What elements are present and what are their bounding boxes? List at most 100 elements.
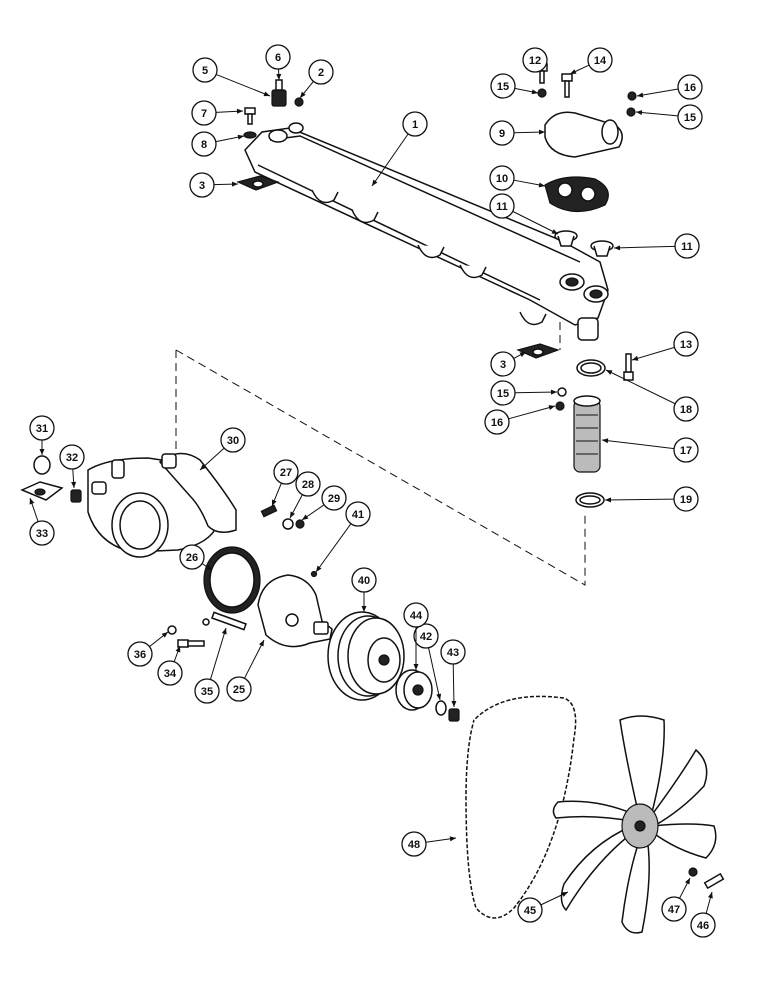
callout-number: 3 [500, 359, 506, 371]
hose-clamp-18 [576, 359, 606, 377]
callout-arrowhead [451, 700, 457, 707]
callout-30: 30 [199, 427, 246, 471]
callout-arrowhead [259, 640, 264, 647]
callout-2: 2 [299, 59, 334, 99]
cap-screw-7 [244, 107, 256, 125]
callout-arrowhead [602, 438, 609, 444]
cap-screw-34 [177, 639, 205, 648]
callout-arrowhead [632, 355, 639, 361]
callout-arrowhead [161, 632, 168, 638]
callout-number: 32 [66, 452, 78, 464]
callout-circle [489, 120, 515, 146]
callout-number: 34 [164, 668, 177, 680]
callout-number: 35 [201, 686, 213, 698]
callout-number: 15 [497, 81, 509, 93]
callout-leader [604, 498, 675, 501]
callout-arrowhead [636, 110, 643, 116]
nut-43 [448, 708, 460, 722]
callout-circle [517, 897, 543, 923]
fan-pulley [327, 611, 405, 701]
cap-screw-46 [703, 872, 725, 890]
callout-arrowhead [29, 498, 35, 505]
callout-28: 28 [289, 471, 321, 519]
callout-number: 27 [280, 467, 292, 479]
pump-gasket-26 [203, 546, 261, 614]
callout-19: 19 [604, 486, 699, 512]
callout-circle [677, 74, 703, 100]
callout-35: 35 [194, 627, 227, 704]
callout-arrowhead [550, 389, 557, 395]
callout-number: 29 [328, 493, 340, 505]
callout-circle [29, 520, 55, 546]
callout-number: 19 [680, 494, 692, 506]
callout-42: 42 [413, 623, 442, 701]
callout-number: 48 [408, 839, 420, 851]
cooling-fan [552, 715, 717, 934]
callout-leader [514, 391, 558, 394]
callout-arrowhead [290, 511, 296, 518]
callout-layer: 1233567891011111213141515151616171819252… [29, 44, 716, 938]
callout-8: 8 [191, 131, 245, 157]
callout-6: 6 [265, 44, 291, 81]
callout-27: 27 [271, 459, 299, 507]
callout-number: 9 [499, 128, 505, 140]
callout-number: 13 [680, 339, 692, 351]
callout-9: 9 [489, 120, 546, 146]
callout-leader [215, 73, 271, 97]
callout-11: 11 [489, 193, 559, 235]
callout-arrowhead [413, 664, 419, 670]
callout-circle [226, 676, 252, 702]
callout-number: 11 [681, 241, 693, 253]
callout-leader [209, 627, 227, 680]
callout-arrowhead [449, 836, 456, 842]
callout-arrowhead [538, 129, 545, 135]
callout-circle [677, 104, 703, 130]
callout-16: 16 [484, 405, 556, 435]
callout-leader [631, 346, 675, 361]
water-pump-body [87, 452, 237, 558]
thermostat-housing [544, 111, 623, 158]
callout-number: 1 [412, 119, 418, 131]
callout-leader [512, 210, 559, 235]
callout-number: 28 [302, 479, 314, 491]
callout-circle [59, 444, 85, 470]
callout-circle [194, 678, 220, 704]
thermostat-right [590, 240, 614, 257]
callout-circle [490, 380, 516, 406]
callout-number: 14 [594, 55, 607, 67]
callout-1: 1 [371, 111, 428, 187]
callout-arrowhead [519, 352, 526, 357]
callout-leader [636, 88, 679, 97]
housing-bolt-14 [561, 73, 573, 98]
callout-number: 26 [186, 552, 198, 564]
callout-circle [587, 47, 613, 73]
callout-circle [273, 459, 299, 485]
callout-3: 3 [490, 351, 527, 377]
callout-46: 46 [690, 891, 716, 938]
plug-32 [70, 489, 82, 503]
callout-circle [674, 233, 700, 259]
callout-circle [489, 193, 515, 219]
callout-number: 40 [358, 575, 370, 587]
callout-circle [673, 396, 699, 422]
callout-arrowhead [71, 481, 77, 488]
callout-arrowhead [231, 181, 238, 187]
callout-arrowhead [685, 878, 690, 885]
callout-44: 44 [403, 602, 429, 670]
callout-arrowhead [236, 108, 243, 114]
callout-number: 36 [134, 649, 146, 661]
callout-number: 15 [497, 388, 509, 400]
callout-circle [673, 437, 699, 463]
callout-number: 17 [680, 445, 692, 457]
washer-42 [435, 700, 447, 716]
callout-arrowhead [316, 565, 322, 572]
callout-33: 33 [29, 497, 55, 546]
callout-31: 31 [29, 415, 55, 455]
callout-arrowhead [548, 405, 555, 411]
callout-leader [315, 523, 352, 573]
plug-31 [33, 455, 51, 475]
callout-arrowhead [276, 73, 282, 80]
callout-number: 12 [529, 55, 541, 67]
gasket-33 [20, 481, 64, 501]
callout-circle [440, 639, 466, 665]
